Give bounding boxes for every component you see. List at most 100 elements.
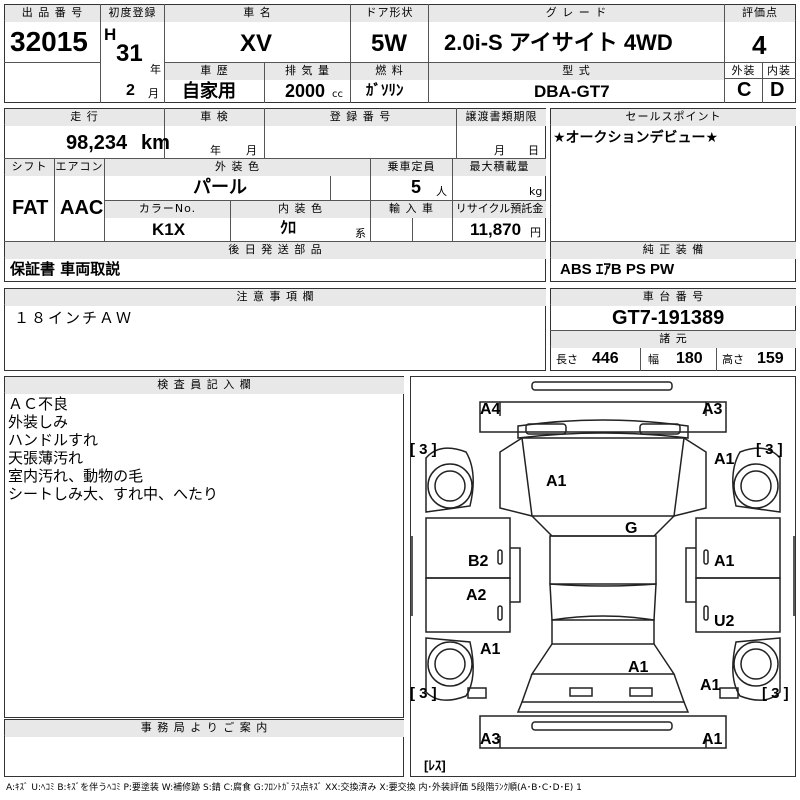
genuine-equipment-label: 純 正 装 備 <box>551 242 796 259</box>
tire-tread-label: [ 3 ] <box>410 685 437 702</box>
inspector-notes-label: 検 査 員 記 入 欄 <box>5 377 404 394</box>
sales-point: ★オークションデビュー★ <box>553 130 719 146</box>
interior-color: ｸﾛ <box>280 220 297 237</box>
grade-label: グ レ ー ド <box>429 5 724 22</box>
displacement-unit: cc <box>332 89 343 100</box>
registration-number-label: 登 録 番 号 <box>265 109 456 126</box>
capacity-unit: 人 <box>436 185 447 198</box>
notes-label: 注 意 事 項 欄 <box>5 289 546 306</box>
office-notice-box <box>4 719 404 777</box>
color-number-label: カラーNo. <box>105 201 230 218</box>
inspector-note: ハンドルすれ <box>8 431 99 449</box>
recycle-deposit: 11,870 <box>470 220 522 239</box>
interior-score: D <box>770 79 785 101</box>
exterior-color-label: 外 装 色 <box>105 159 370 176</box>
chassis-number: GT7-191389 <box>612 307 725 329</box>
damage-mark: A1 <box>480 641 501 658</box>
overall-score: 4 <box>752 30 767 60</box>
displacement: 2000 <box>285 81 326 101</box>
inspector-note: 外装しみ <box>8 413 69 431</box>
width: 180 <box>676 350 703 367</box>
damage-diagram-box <box>410 376 796 777</box>
capacity-label: 乗車定員 <box>371 159 452 176</box>
header-table <box>4 4 796 103</box>
damage-mark: U2 <box>714 613 735 630</box>
capacity: 5 <box>411 177 422 197</box>
document-deadline-month-unit: 月 <box>494 144 505 157</box>
car-name-label: 車 名 <box>165 5 350 22</box>
car-damage-diagram: A4 A3 A1 A1 G B2 A1 A2 U2 A1 A1 A1 A3 A1… <box>410 381 795 773</box>
damage-mark: A1 <box>700 677 721 694</box>
first-registration-year: 31 <box>116 40 143 67</box>
air-conditioner-label: エアコン <box>55 159 104 176</box>
inspector-note: シートしみ大、すれ中、へたり <box>8 485 219 503</box>
door-type: 5W <box>371 30 407 57</box>
fuel-label: 燃 料 <box>351 63 428 80</box>
first-registration-month: 2 <box>126 82 135 99</box>
first-registration-era: H <box>104 25 117 44</box>
genuine-equipment: ABS ｴｱB PS PW <box>560 261 675 278</box>
inspector-note: ＡＣ不良 <box>8 395 69 413</box>
car-name: XV <box>240 30 273 57</box>
max-load-label: 最大積載量 <box>453 159 546 176</box>
first-registration-month-unit: 月 <box>148 87 159 100</box>
first-registration-year-unit: 年 <box>150 63 161 76</box>
inspector-note: 室内汚れ、動物の毛 <box>8 467 144 485</box>
tire-tread-label: [ 3 ] <box>762 685 789 702</box>
model-code: DBA-GT7 <box>534 82 610 101</box>
tire-tread-label: [ 3 ] <box>410 441 437 458</box>
document-deadline-day-unit: 日 <box>528 144 539 157</box>
exterior-score-label: 外装 <box>731 64 756 77</box>
damage-mark: A2 <box>466 587 487 604</box>
height: 159 <box>757 350 784 367</box>
inspection-year-unit: 年 <box>210 144 221 157</box>
door-type-label: ドア形状 <box>351 5 428 22</box>
office-notice-label: 事 務 局 よ り ご 案 内 <box>5 720 404 737</box>
lot-number: 32015 <box>10 26 88 57</box>
sales-point-box <box>550 108 796 282</box>
tire-tread-label: [ 3 ] <box>756 441 783 458</box>
recycle-deposit-unit: 円 <box>530 226 541 239</box>
displacement-label: 排 気 量 <box>265 63 350 80</box>
sales-point-label: セールスポイント <box>551 109 796 126</box>
mileage-label: 走 行 <box>5 109 164 126</box>
exterior-score: C <box>737 79 752 101</box>
vehicle-details-table <box>4 108 546 282</box>
width-label: 幅 <box>648 353 659 366</box>
shift: FAT <box>12 197 49 219</box>
damage-mark: A4 <box>480 401 501 418</box>
damage-mark: A1 <box>546 473 567 490</box>
document-deadline-label: 譲渡書類期限 <box>457 109 546 126</box>
later-parts: 保証書 車両取説 <box>10 260 121 278</box>
spare-tire-label: [ﾚｽ] <box>424 758 446 773</box>
specs-label: 諸 元 <box>551 331 796 348</box>
score-label: 評価点 <box>725 5 795 22</box>
damage-mark: A3 <box>702 401 723 418</box>
inspector-notes-box <box>4 376 404 718</box>
damage-mark: A1 <box>702 731 723 748</box>
damage-legend: A:ｷｽﾞ U:ﾍｺﾐ B:ｷｽﾞを伴うﾍｺﾐ P:要塗装 W:補修跡 S:錆 … <box>6 783 582 793</box>
length-label: 長さ <box>556 353 578 366</box>
model-code-label: 型 式 <box>429 63 724 80</box>
max-load-unit: kg <box>529 185 543 198</box>
damage-mark: A1 <box>714 553 735 570</box>
air-conditioner: AAC <box>60 197 104 219</box>
interior-score-label: 内装 <box>767 64 791 77</box>
exterior-color: パール <box>193 177 247 197</box>
interior-color-label: 内 装 色 <box>231 201 370 218</box>
inspection-month-unit: 月 <box>246 144 257 157</box>
recycle-deposit-label: リサイクル預託金 <box>453 201 546 218</box>
fuel: ｶﾞｿﾘﾝ <box>366 82 404 99</box>
damage-mark: A1 <box>628 659 649 676</box>
damage-mark: G <box>625 520 637 537</box>
mileage: 98,234 <box>66 132 128 154</box>
car-history: 自家用 <box>182 81 236 101</box>
damage-mark: A1 <box>714 451 735 468</box>
color-number: K1X <box>152 220 186 239</box>
interior-color-suffix: 系 <box>355 227 366 240</box>
first-registration-label: 初度登録 <box>101 5 164 22</box>
grade: 2.0i-S アイサイト 4WD <box>444 30 673 55</box>
damage-mark: A3 <box>480 731 501 748</box>
inspection-label: 車 検 <box>165 109 264 126</box>
height-label: 高さ <box>722 353 744 366</box>
